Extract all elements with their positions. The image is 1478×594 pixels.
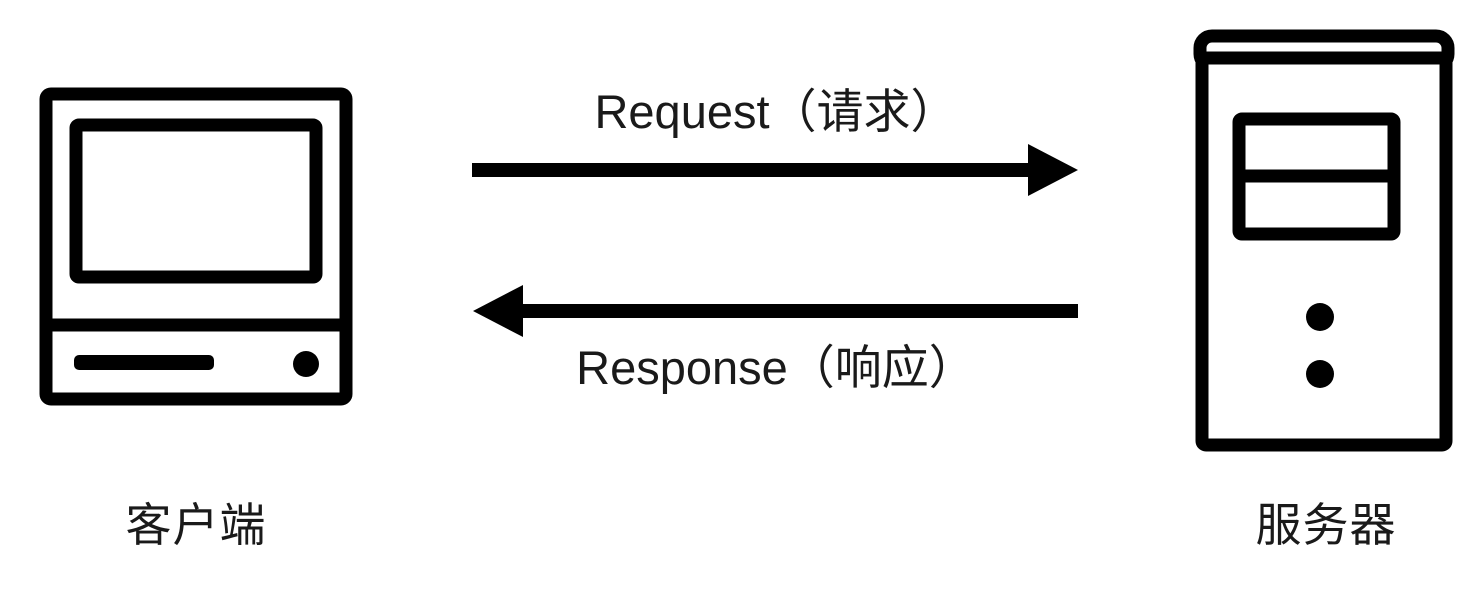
server-status-dot-upper <box>1306 303 1334 331</box>
server-node-caption: 服务器 <box>1255 499 1397 551</box>
server-status-dot-lower <box>1306 360 1334 388</box>
client-power-dot <box>293 351 319 377</box>
request-arrow <box>472 144 1078 196</box>
response-arrow <box>473 285 1078 337</box>
client-node-caption: 客户端 <box>125 499 267 551</box>
client-computer-icon <box>39 87 353 406</box>
client-screen-bezel <box>69 118 323 284</box>
server-tower-icon <box>1193 29 1455 452</box>
response-arrow-head <box>473 285 523 337</box>
response-arrow-label: Response（响应） <box>576 341 976 394</box>
client-drive-slot <box>74 355 214 370</box>
request-arrow-label: Request（请求） <box>594 85 958 138</box>
request-arrow-head <box>1028 144 1078 196</box>
